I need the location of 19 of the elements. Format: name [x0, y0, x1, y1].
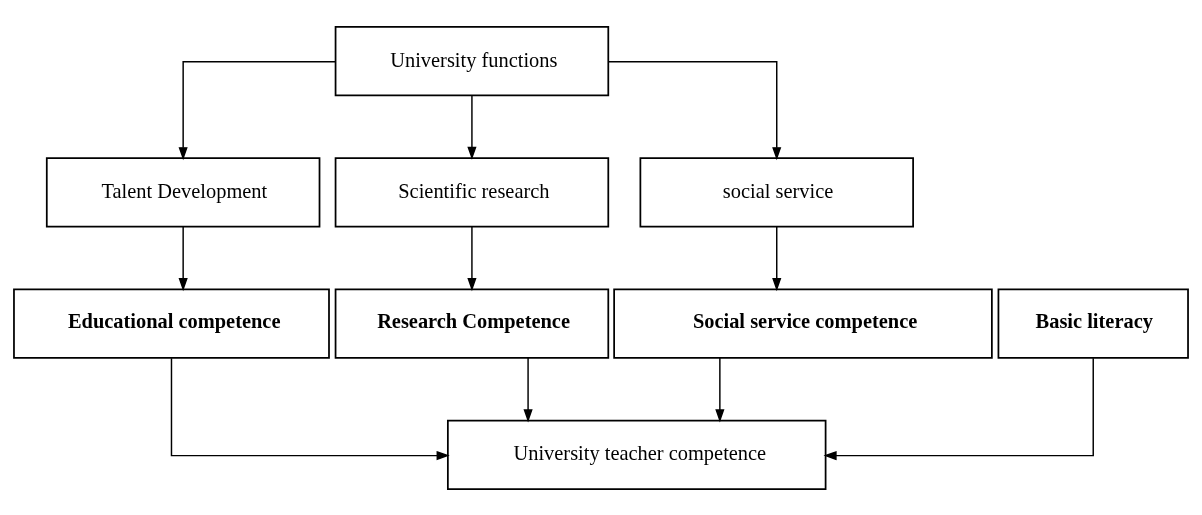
arrow — [772, 225, 782, 291]
arrow — [178, 225, 188, 291]
arrow — [523, 356, 533, 422]
arrow — [170, 357, 450, 460]
arrow — [178, 60, 336, 160]
node-box: Scientific research — [334, 156, 610, 227]
node-box: Basic literacy — [997, 288, 1189, 359]
arrow — [823, 357, 1094, 460]
arrow — [715, 356, 725, 422]
arrow — [467, 94, 477, 160]
arrow — [608, 60, 782, 160]
node-box: University functions — [334, 25, 610, 96]
arrow — [467, 225, 477, 291]
node-box: social service — [639, 156, 914, 227]
node-box: Social service competence — [613, 288, 993, 359]
node-box: Talent Development — [45, 156, 321, 227]
node-box: Research Competence — [334, 288, 610, 359]
node-box: Educational competence — [13, 288, 330, 359]
node-box: University teacher competence — [447, 419, 827, 490]
